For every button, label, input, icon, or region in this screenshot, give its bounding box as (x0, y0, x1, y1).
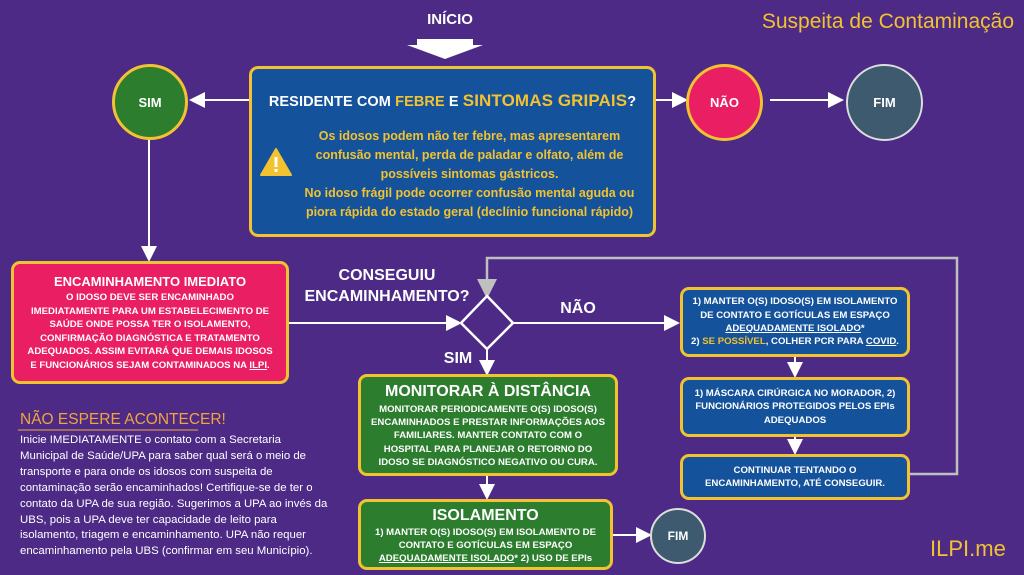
main-question-fever: FEBRE (395, 94, 445, 110)
monitor-box: MONITORAR À DISTÂNCIA MONITORAR PERIODIC… (358, 374, 618, 476)
decision-no-label: NÃO (560, 300, 596, 317)
start-arrow-icon (407, 39, 483, 59)
side-note-text: Inicie IMEDIATAMENTE o contato com a Sec… (20, 434, 328, 558)
referral-body-text: O IDOSO DEVE SER ENCAMINHADO IMEDIATAMEN… (27, 292, 273, 371)
decision-diamond (459, 294, 515, 351)
referral-body-period: . (267, 359, 270, 371)
monitor-body: MONITORAR PERIODICAMENTE O(S) IDOSO(S) E… (371, 404, 605, 468)
isolation-body-text: 1) MANTER O(S) IDOSO(S) EM ISOLAMENTO DE… (374, 527, 597, 552)
side-note-underline (18, 429, 198, 431)
right-box-1-line2b: , COLHER PCR PARA (765, 336, 866, 348)
main-question-prefix: RESIDENTE COM (268, 94, 396, 110)
main-question-suffix: ? (627, 94, 637, 110)
sim-circle: SIM (112, 64, 188, 140)
right-box-1-line1: 1) MANTER O(S) IDOSO(S) EM ISOLAMENTO DE… (692, 296, 898, 321)
right-box-3: CONTINUAR TENTANDO O ENCAMINHAMENTO, ATÉ… (680, 454, 910, 500)
main-question-note: Os idosos podem não ter febre, mas apres… (252, 127, 653, 222)
nao-circle: NÃO (686, 64, 763, 141)
main-question-middle: E (444, 94, 463, 110)
right-box-1-covid: COVID (865, 336, 897, 348)
referral-box: ENCAMINHAMENTO IMEDIATO O IDOSO DEVE SER… (11, 261, 289, 384)
main-question-symptoms: SINTOMAS GRIPAIS (462, 91, 628, 110)
right-box-1: 1) MANTER O(S) IDOSO(S) EM ISOLAMENTO DE… (680, 287, 910, 357)
isolation-title: ISOLAMENTO (432, 507, 539, 524)
right-box-2-text: 1) MÁSCARA CIRÚRGICA NO MORADOR, 2) FUNC… (694, 387, 896, 426)
right-box-2: 1) MÁSCARA CIRÚRGICA NO MORADOR, 2) FUNC… (680, 377, 910, 437)
isolation-body: 1) MANTER O(S) IDOSO(S) EM ISOLAMENTO DE… (361, 525, 610, 566)
monitor-title: MONITORAR À DISTÂNCIA (385, 383, 591, 400)
start-label: INÍCIO (427, 11, 473, 28)
isolation-body-underlined: ADEQUADAMENTE ISOLADO (378, 553, 515, 565)
brand-logo: ILPI.me (930, 536, 1006, 561)
decision-question: CONSEGUIU ENCAMINHAMENTO? (304, 267, 470, 305)
isolation-box: ISOLAMENTO 1) MANTER O(S) IDOSO(S) EM IS… (358, 499, 613, 570)
side-note-title: NÃO ESPERE ACONTECER! (20, 411, 226, 428)
right-box-3-text: CONTINUAR TENTANDO O ENCAMINHAMENTO, ATÉ… (705, 464, 885, 489)
fim-circle-top: FIM (846, 64, 923, 141)
warning-triangle-icon (260, 148, 292, 176)
isolation-body-end: * 2) USO DE EPIs (514, 553, 593, 565)
decision-yes-label: SIM (443, 350, 473, 367)
right-box-1-star: * (860, 323, 865, 334)
main-question-note-1: Os idosos podem não ter febre, mas apres… (315, 129, 624, 181)
referral-body-ilpi: ILPI (249, 359, 267, 371)
right-box-1-end: . (896, 336, 899, 348)
right-box-1-line2a: 2) (691, 336, 703, 348)
referral-body: O IDOSO DEVE SER ENCAMINHADO IMEDIATAMEN… (14, 289, 286, 373)
fim-circle-bottom: FIM (650, 508, 706, 564)
main-question-note-2: No idoso frágil pode ocorrer confusão me… (304, 186, 635, 219)
page-title: Suspeita de Contaminação (761, 10, 1014, 33)
main-question-box: RESIDENTE COM FEBRE E SINTOMAS GRIPAIS? … (249, 66, 656, 237)
right-box-1-underlined: ADEQUADAMENTE ISOLADO (725, 323, 861, 334)
referral-title: ENCAMINHAMENTO IMEDIATO (53, 274, 247, 289)
right-box-1-text: 1) MANTER O(S) IDOSO(S) EM ISOLAMENTO DE… (683, 295, 907, 349)
right-box-1-highlight: SE POSSÍVEL (702, 336, 766, 348)
main-question: RESIDENTE COM FEBRE E SINTOMAS GRIPAIS? (252, 91, 653, 111)
